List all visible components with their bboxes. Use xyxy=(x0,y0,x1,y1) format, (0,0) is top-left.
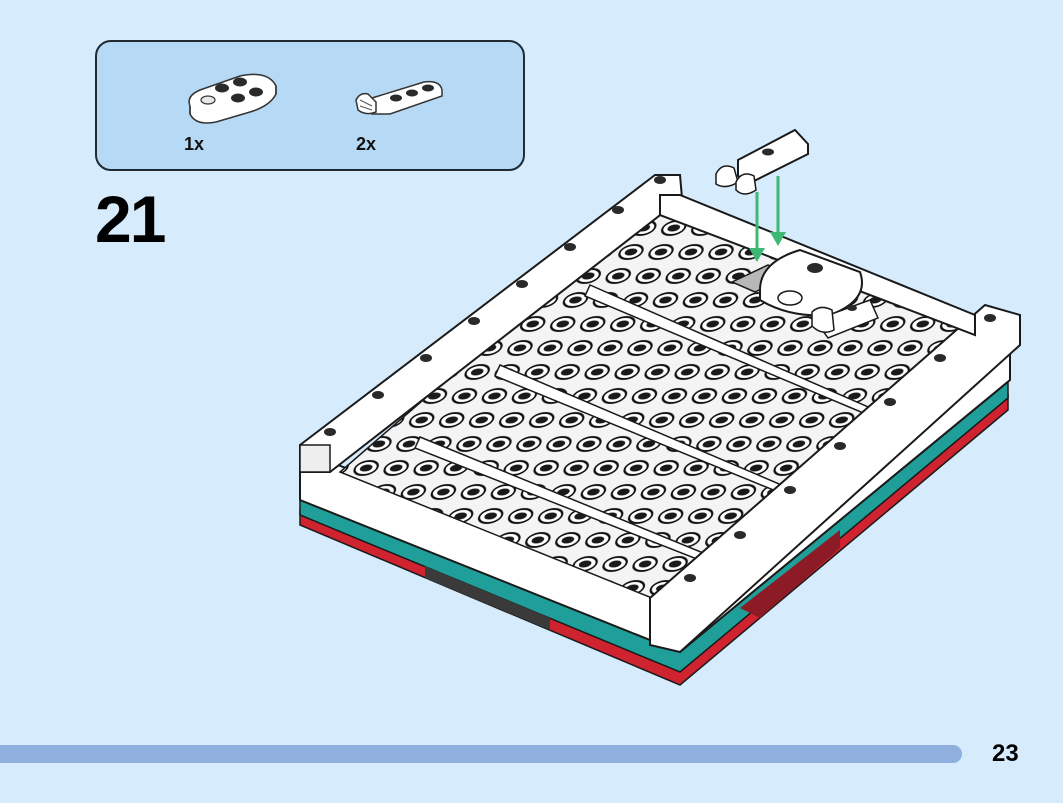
part-quantity: 2x xyxy=(356,134,377,154)
progress-bar xyxy=(0,745,962,763)
page-number: 23 xyxy=(992,740,1019,767)
baseplate-assembly-icon xyxy=(299,128,1021,686)
parts-callout: 1x 2x xyxy=(95,40,525,171)
round-plate-2x3-white-icon xyxy=(188,73,277,124)
part-item-plate-with-clip xyxy=(352,66,447,126)
part-quantity: 1x xyxy=(184,134,205,154)
plate-with-clip-white-icon xyxy=(355,80,443,115)
part-item-round-plate xyxy=(182,60,282,130)
step-number: 21 xyxy=(95,182,166,256)
